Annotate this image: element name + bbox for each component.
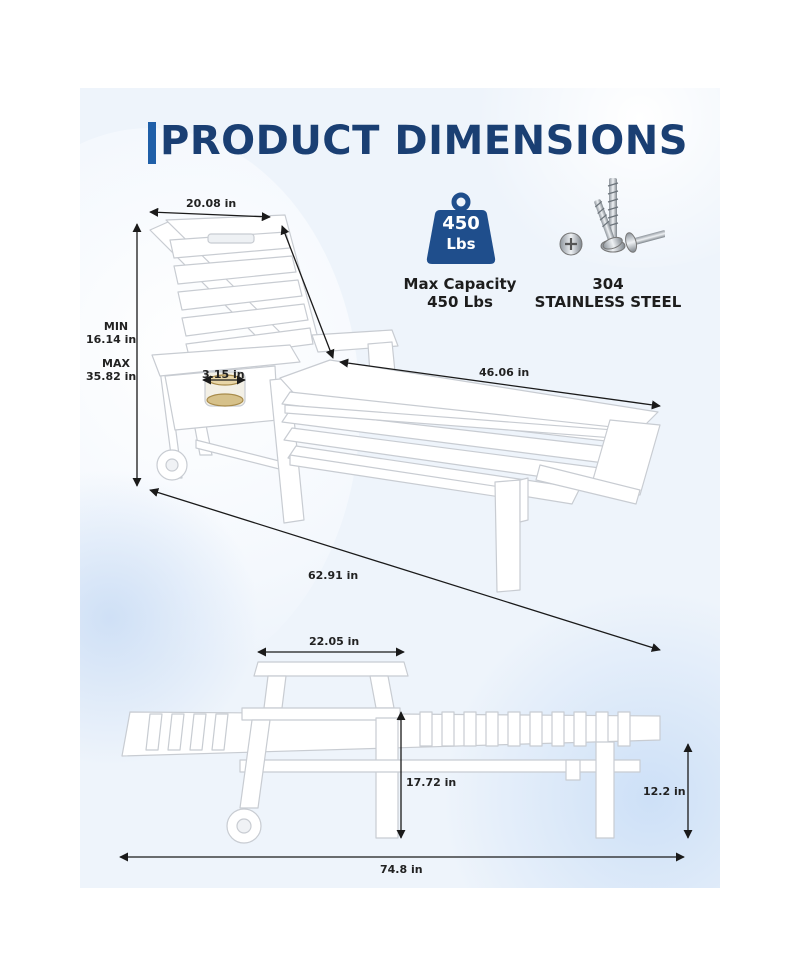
page-title: PRODUCT DIMENSIONS bbox=[160, 118, 689, 164]
capacity-caption: Max Capacity 450 Lbs bbox=[400, 275, 520, 311]
weight-badge-unit: Lbs bbox=[446, 235, 476, 253]
material-caption: 304 STAINLESS STEEL bbox=[533, 275, 683, 311]
dim-overall-length: 62.91 in bbox=[308, 569, 359, 582]
dim-height-min-label: MIN bbox=[103, 320, 129, 333]
title-accent-bar bbox=[148, 122, 156, 164]
dim-seat-length: 46.06 in bbox=[479, 366, 530, 379]
material-line1: 304 bbox=[592, 275, 624, 293]
dim-lounge-height: 12.2 in bbox=[643, 785, 686, 798]
dim-cup-holder: 3.15 in bbox=[202, 368, 245, 381]
capacity-line2: 450 Lbs bbox=[427, 293, 493, 311]
material-line2: STAINLESS STEEL bbox=[534, 293, 682, 311]
weight-badge-text: 450 Lbs bbox=[426, 214, 496, 254]
dim-table-width: 22.05 in bbox=[309, 635, 360, 648]
dim-back-width: 20.08 in bbox=[186, 197, 237, 210]
screws-icon bbox=[559, 178, 665, 256]
weight-icon bbox=[426, 192, 496, 264]
dim-height-min: 16.14 in bbox=[86, 333, 137, 346]
dim-height-max: 35.82 in bbox=[86, 370, 137, 383]
weight-badge-value: 450 bbox=[442, 213, 480, 234]
capacity-line1: Max Capacity bbox=[403, 275, 517, 293]
dim-height-max-label: MAX bbox=[102, 357, 130, 370]
dim-flat-length: 74.8 in bbox=[380, 863, 423, 876]
lounge-chair-perspective bbox=[149, 214, 661, 593]
dim-table-height: 17.72 in bbox=[406, 776, 457, 789]
lounge-chair-side-view bbox=[121, 661, 661, 844]
